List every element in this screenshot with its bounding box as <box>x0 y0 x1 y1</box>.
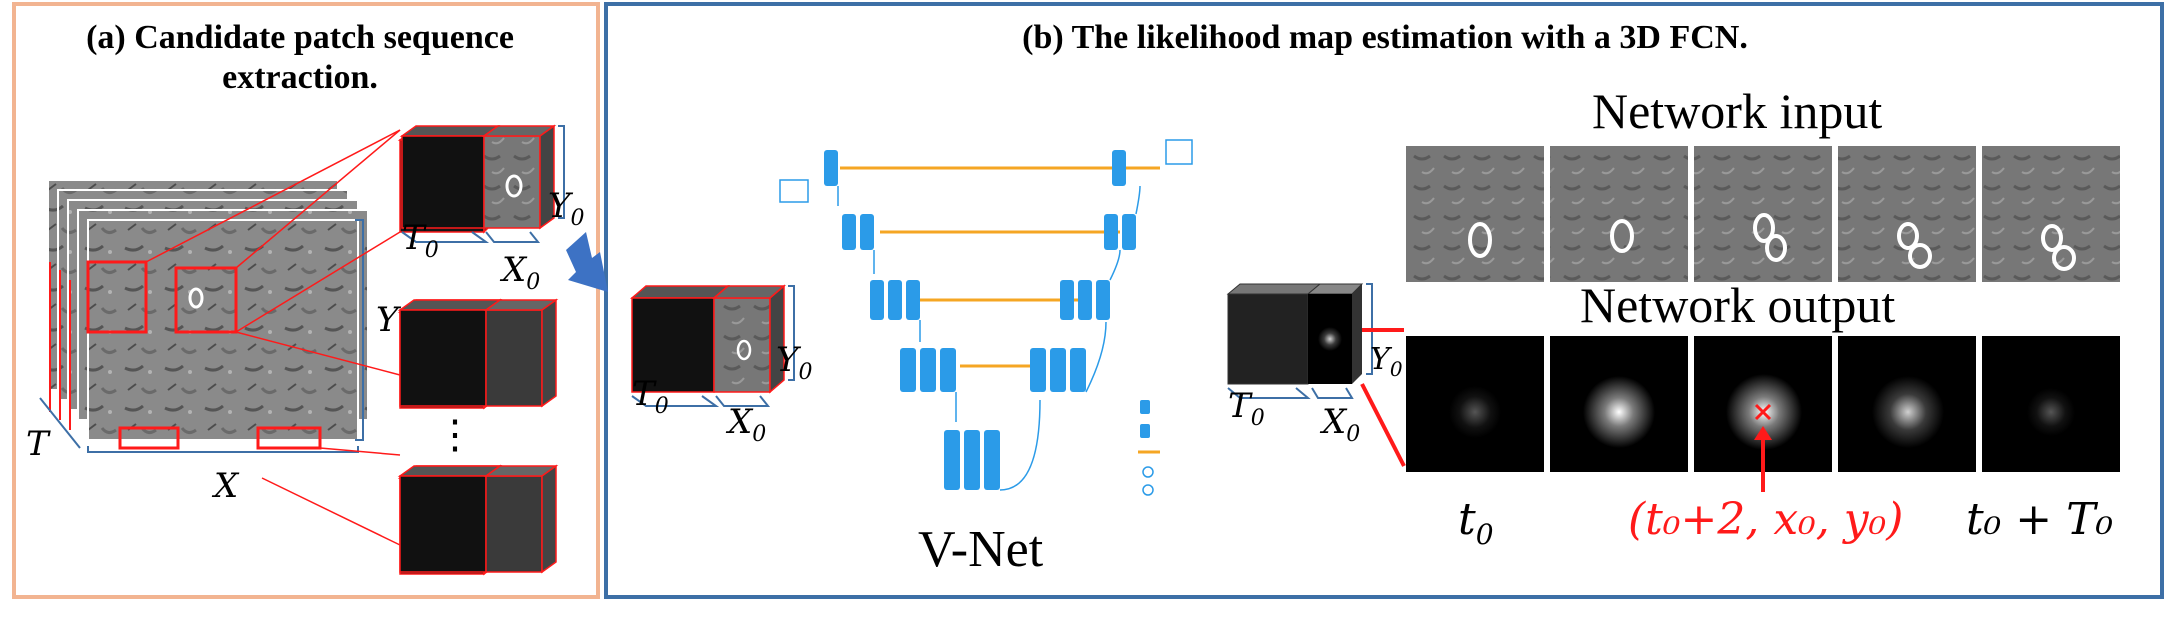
transfer-arrow-icon <box>566 232 608 292</box>
label-t-a: T <box>26 424 49 464</box>
vertical-dots: ⋮ <box>435 412 475 458</box>
time-label-t0: t0 <box>1458 494 1494 551</box>
label-x-a: X <box>214 466 239 506</box>
vnet-label: V-Net <box>918 521 1044 578</box>
patch-cuboid-b <box>397 298 559 408</box>
connector-lines <box>145 129 401 546</box>
input-tiles <box>1406 146 2120 282</box>
label-y0-output: Y0 <box>1370 342 1403 381</box>
label-t0-a: T0 <box>402 218 439 263</box>
label-x0-a: X0 <box>502 250 541 295</box>
patch-cuboid-c <box>397 464 559 574</box>
label-t0-input: T0 <box>632 374 669 419</box>
panel-a-title: (a) Candidate patch sequence extraction. <box>86 19 514 96</box>
time-label-end: t₀ + T₀ <box>1966 494 2114 545</box>
label-y0-a: Y0 <box>548 186 585 231</box>
patch-cuboid-main <box>399 124 565 243</box>
output-patch-cuboid <box>1226 283 1406 467</box>
panel-a-frame <box>12 2 600 599</box>
label-x0-output: X0 <box>1322 402 1361 447</box>
vnet-diagram <box>779 139 1193 496</box>
input-patch-cuboid <box>629 284 795 407</box>
label-y-a: Y <box>376 300 399 340</box>
peak-marker-icon <box>1754 403 1772 421</box>
network-input-heading: Network input <box>1592 83 1883 139</box>
label-t0-output: T0 <box>1228 386 1265 431</box>
panel-b-frame <box>604 2 2164 599</box>
label-x0-input: X0 <box>728 402 767 447</box>
network-output-heading: Network output <box>1580 277 1896 333</box>
panel-b-title: (b) The likelihood map estimation with a… <box>1022 19 1748 56</box>
time-label-peak: (t₀+2, x₀, y₀) <box>1628 494 1904 545</box>
frame-stack <box>39 179 369 453</box>
output-tiles <box>1406 336 2120 492</box>
label-y0-input: Y0 <box>776 340 813 385</box>
